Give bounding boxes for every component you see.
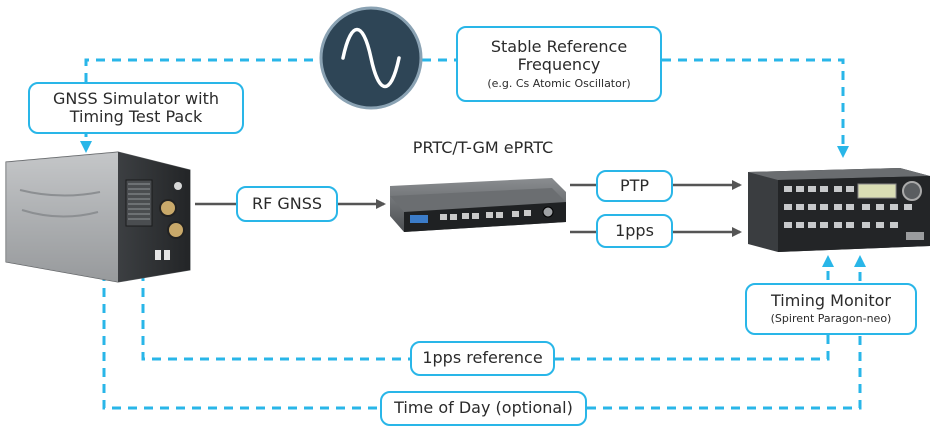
signal-arrows xyxy=(195,180,742,237)
rf-gnss-label-text: RF GNSS xyxy=(251,193,323,213)
rf-gnss-label: RF GNSS xyxy=(236,186,338,222)
ptp-label: PTP xyxy=(596,170,673,202)
1pps-label-text: 1pps xyxy=(615,220,654,240)
time-of-day-label: Time of Day (optional) xyxy=(380,391,587,426)
gnss-simulator-label: GNSS Simulator with Timing Test Pack xyxy=(28,82,244,134)
ptp-label-text: PTP xyxy=(619,175,650,195)
timing-monitor-title: Timing Monitor xyxy=(771,290,891,310)
gnss-simulator-device xyxy=(5,151,191,283)
prtc-label: PRTC/T-GM ePRTC xyxy=(412,138,554,157)
timing-monitor-device xyxy=(748,168,930,252)
reference-frequency-label: Stable Reference Frequency (e.g. Cs Atom… xyxy=(456,26,662,102)
timing-monitor-label: Timing Monitor (Spirent Paragon-neo) xyxy=(745,283,917,335)
ref-to-monitor-arrow xyxy=(662,58,849,158)
time-of-day-label-text: Time of Day (optional) xyxy=(394,398,573,418)
pps-ref-left-line xyxy=(141,272,410,361)
1pps-label: 1pps xyxy=(596,214,673,248)
pps-reference-label-text: 1pps reference xyxy=(422,348,543,368)
timing-monitor-model: (Spirent Paragon-neo) xyxy=(770,312,892,326)
reference-frequency-title: Stable Reference Frequency xyxy=(490,36,628,75)
prtc-device xyxy=(390,178,566,232)
sine-wave-icon xyxy=(319,6,423,110)
tod-left-line xyxy=(102,272,380,410)
gnss-simulator-label-text: GNSS Simulator with Timing Test Pack xyxy=(52,88,219,126)
pps-reference-label: 1pps reference xyxy=(410,341,555,376)
ref-to-simulator-line xyxy=(84,58,320,82)
reference-frequency-example: (e.g. Cs Atomic Oscillator) xyxy=(487,76,631,90)
